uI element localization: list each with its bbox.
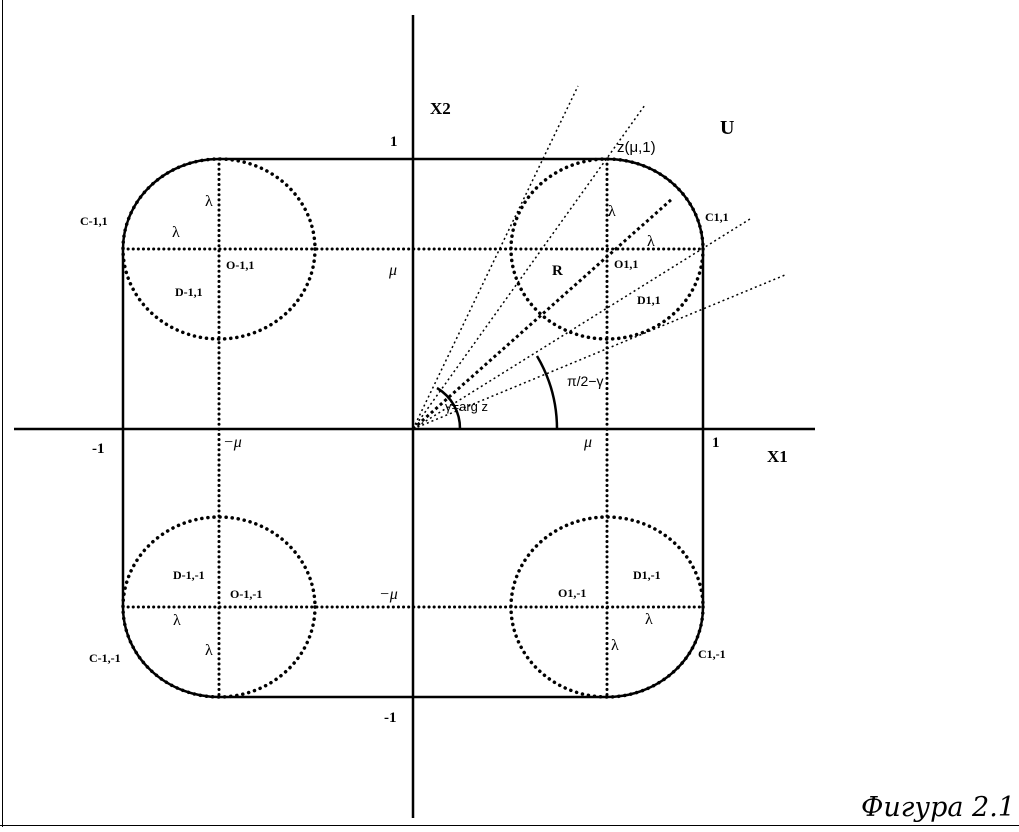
label-c-bl: C-1,-1 [89, 651, 121, 665]
lambda-tl-vert: λ [205, 193, 213, 210]
label-o-tl: O-1,1 [226, 258, 254, 272]
label-c-br: C1,-1 [698, 647, 726, 661]
lambda-br-horiz: λ [645, 611, 653, 628]
lambda-tl-horiz: λ [172, 224, 180, 241]
label-o-tr: O1,1 [614, 257, 638, 271]
tick-y-minus-1: -1 [384, 710, 397, 726]
tick-x-mu: μ [583, 434, 592, 451]
ray-2 [412, 104, 646, 430]
angle-pi-gamma-label: π/2−γ [567, 373, 604, 389]
point-z-label: z(μ,1) [617, 139, 656, 156]
x2-label: X2 [430, 99, 451, 118]
label-d-tl: D-1,1 [175, 285, 203, 299]
lambda-bl-vert: λ [205, 642, 213, 659]
ray-1 [412, 85, 579, 430]
label-d-tr: D1,1 [637, 293, 661, 307]
lambda-br-vert: λ [611, 637, 619, 654]
label-c-tl: C-1,1 [80, 214, 108, 228]
tick-y-mu: μ [388, 262, 397, 279]
tick-x-1: 1 [712, 435, 720, 451]
label-d-bl: D-1,-1 [173, 568, 205, 582]
figure-caption: Фигура 2.1 [860, 792, 1015, 823]
ray-radius-R [412, 197, 673, 431]
tick-y-1: 1 [390, 134, 398, 150]
radius-r-label: R [552, 263, 563, 279]
tick-x-minus-1: -1 [92, 441, 105, 457]
angle-gamma-arc [436, 386, 462, 430]
label-o-br: O1,-1 [558, 586, 586, 600]
angle-pi-gamma-arc [535, 355, 559, 430]
lambda-tr-horiz: λ [647, 233, 655, 250]
lambda-bl-horiz: λ [173, 612, 181, 629]
ray-4 [412, 218, 751, 430]
lambda-tr-vert: λ [608, 203, 616, 220]
angle-gamma-label: γ=arg z [445, 399, 488, 414]
tick-y-minus-mu: −μ [379, 586, 398, 603]
label-o-bl: O-1,-1 [230, 587, 262, 601]
x1-label: X1 [767, 447, 788, 466]
region-u-label: U [720, 117, 734, 139]
tick-x-minus-mu: −μ [223, 434, 242, 451]
label-c-tr: C1,1 [705, 210, 729, 224]
label-d-br: D1,-1 [633, 568, 661, 582]
ray-5 [412, 274, 786, 430]
